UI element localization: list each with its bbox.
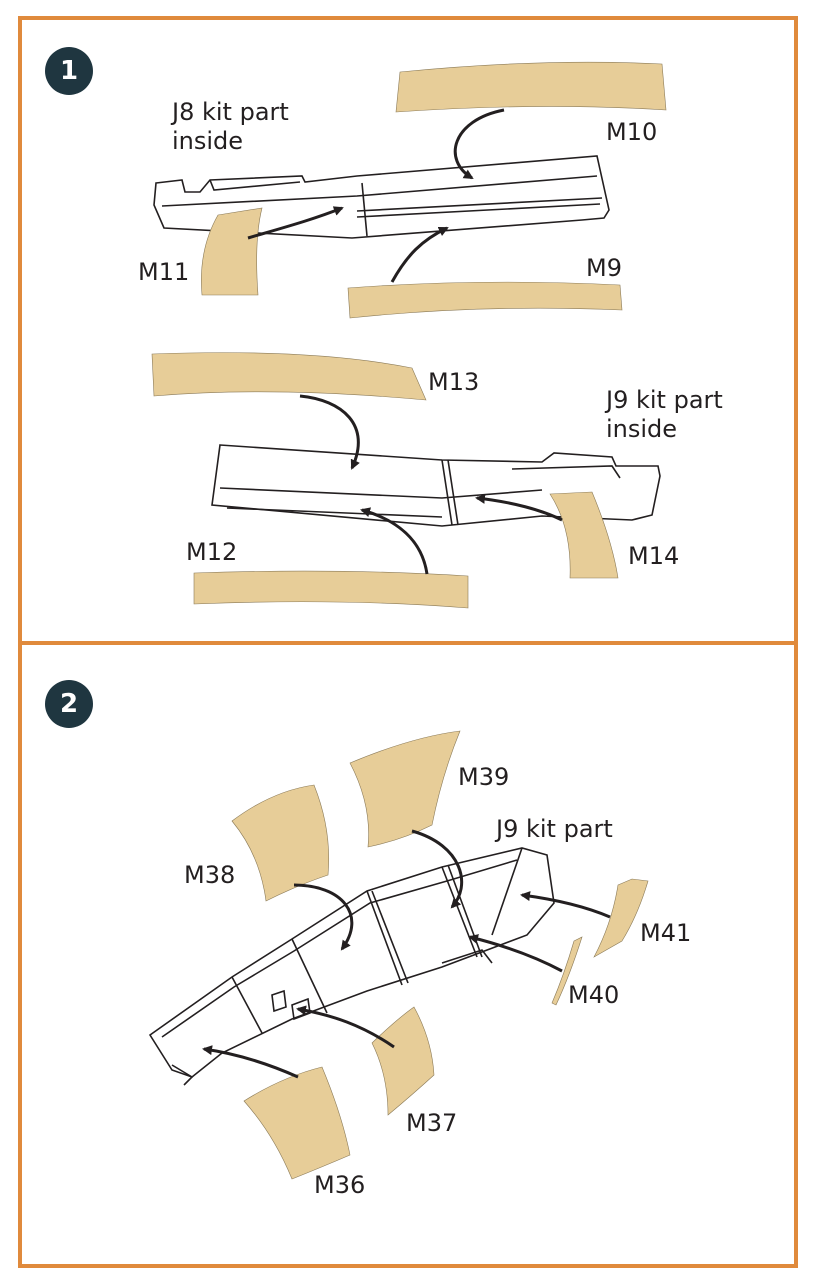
arrow-m38 [293, 883, 354, 951]
mask-m41 [593, 878, 649, 958]
arrow-m11 [247, 206, 344, 240]
canopy-part-j8 [153, 155, 610, 239]
mask-m13 [151, 352, 427, 401]
arrows-2 [202, 829, 611, 1079]
arrow-m10 [453, 108, 505, 180]
mask-m11 [201, 207, 263, 296]
mask-label-m40: M40 [568, 981, 620, 1009]
arrow-m14 [475, 493, 563, 522]
arrow-m39 [411, 829, 464, 909]
mask-label-m36: M36 [314, 1171, 366, 1199]
arrow-m36 [202, 1045, 299, 1079]
mask-label-m13: M13 [428, 368, 480, 396]
mask-m39 [349, 730, 461, 848]
mask-m9 [347, 281, 623, 319]
mask-m36 [243, 1066, 351, 1180]
arrow-m41 [520, 891, 611, 919]
arrow-m9 [390, 226, 449, 283]
arrow-m13 [299, 394, 360, 470]
mask-label-m38: M38 [184, 861, 236, 889]
kit-part-note-j9-step2: J9 kit part [496, 815, 613, 843]
step-number-badge: 2 [45, 680, 93, 728]
kit-part-note-j9: J9 kit part inside [606, 386, 723, 443]
arrow-m12 [360, 507, 429, 575]
step-1-illustration [151, 61, 667, 609]
mask-m38 [231, 784, 330, 902]
mask-label-m41: M41 [640, 919, 692, 947]
mask-label-m37: M37 [406, 1109, 458, 1137]
step-2-illustration [148, 730, 649, 1180]
arrow-m37 [296, 1005, 395, 1049]
mask-m10 [395, 61, 667, 113]
step-1-panel: 1 [18, 16, 798, 645]
mask-shapes [151, 61, 667, 609]
mask-label-m11: M11 [138, 258, 190, 286]
mask-m37 [371, 1006, 435, 1116]
kit-part-note-j8: J8 kit part inside [172, 98, 289, 155]
arrow-m40 [468, 934, 563, 973]
mask-label-m39: M39 [458, 763, 510, 791]
mask-shapes-2 [231, 730, 649, 1180]
mask-m12 [193, 570, 469, 609]
mask-label-m9: M9 [586, 254, 622, 282]
mask-label-m14: M14 [628, 542, 680, 570]
mask-m40 [551, 936, 583, 1006]
step-2-panel: 2 [18, 641, 798, 1268]
canopy-part-j9 [211, 444, 661, 527]
mask-label-m10: M10 [606, 118, 658, 146]
arrows [247, 108, 563, 575]
mask-label-m12: M12 [186, 538, 238, 566]
step-number-badge: 1 [45, 47, 93, 95]
